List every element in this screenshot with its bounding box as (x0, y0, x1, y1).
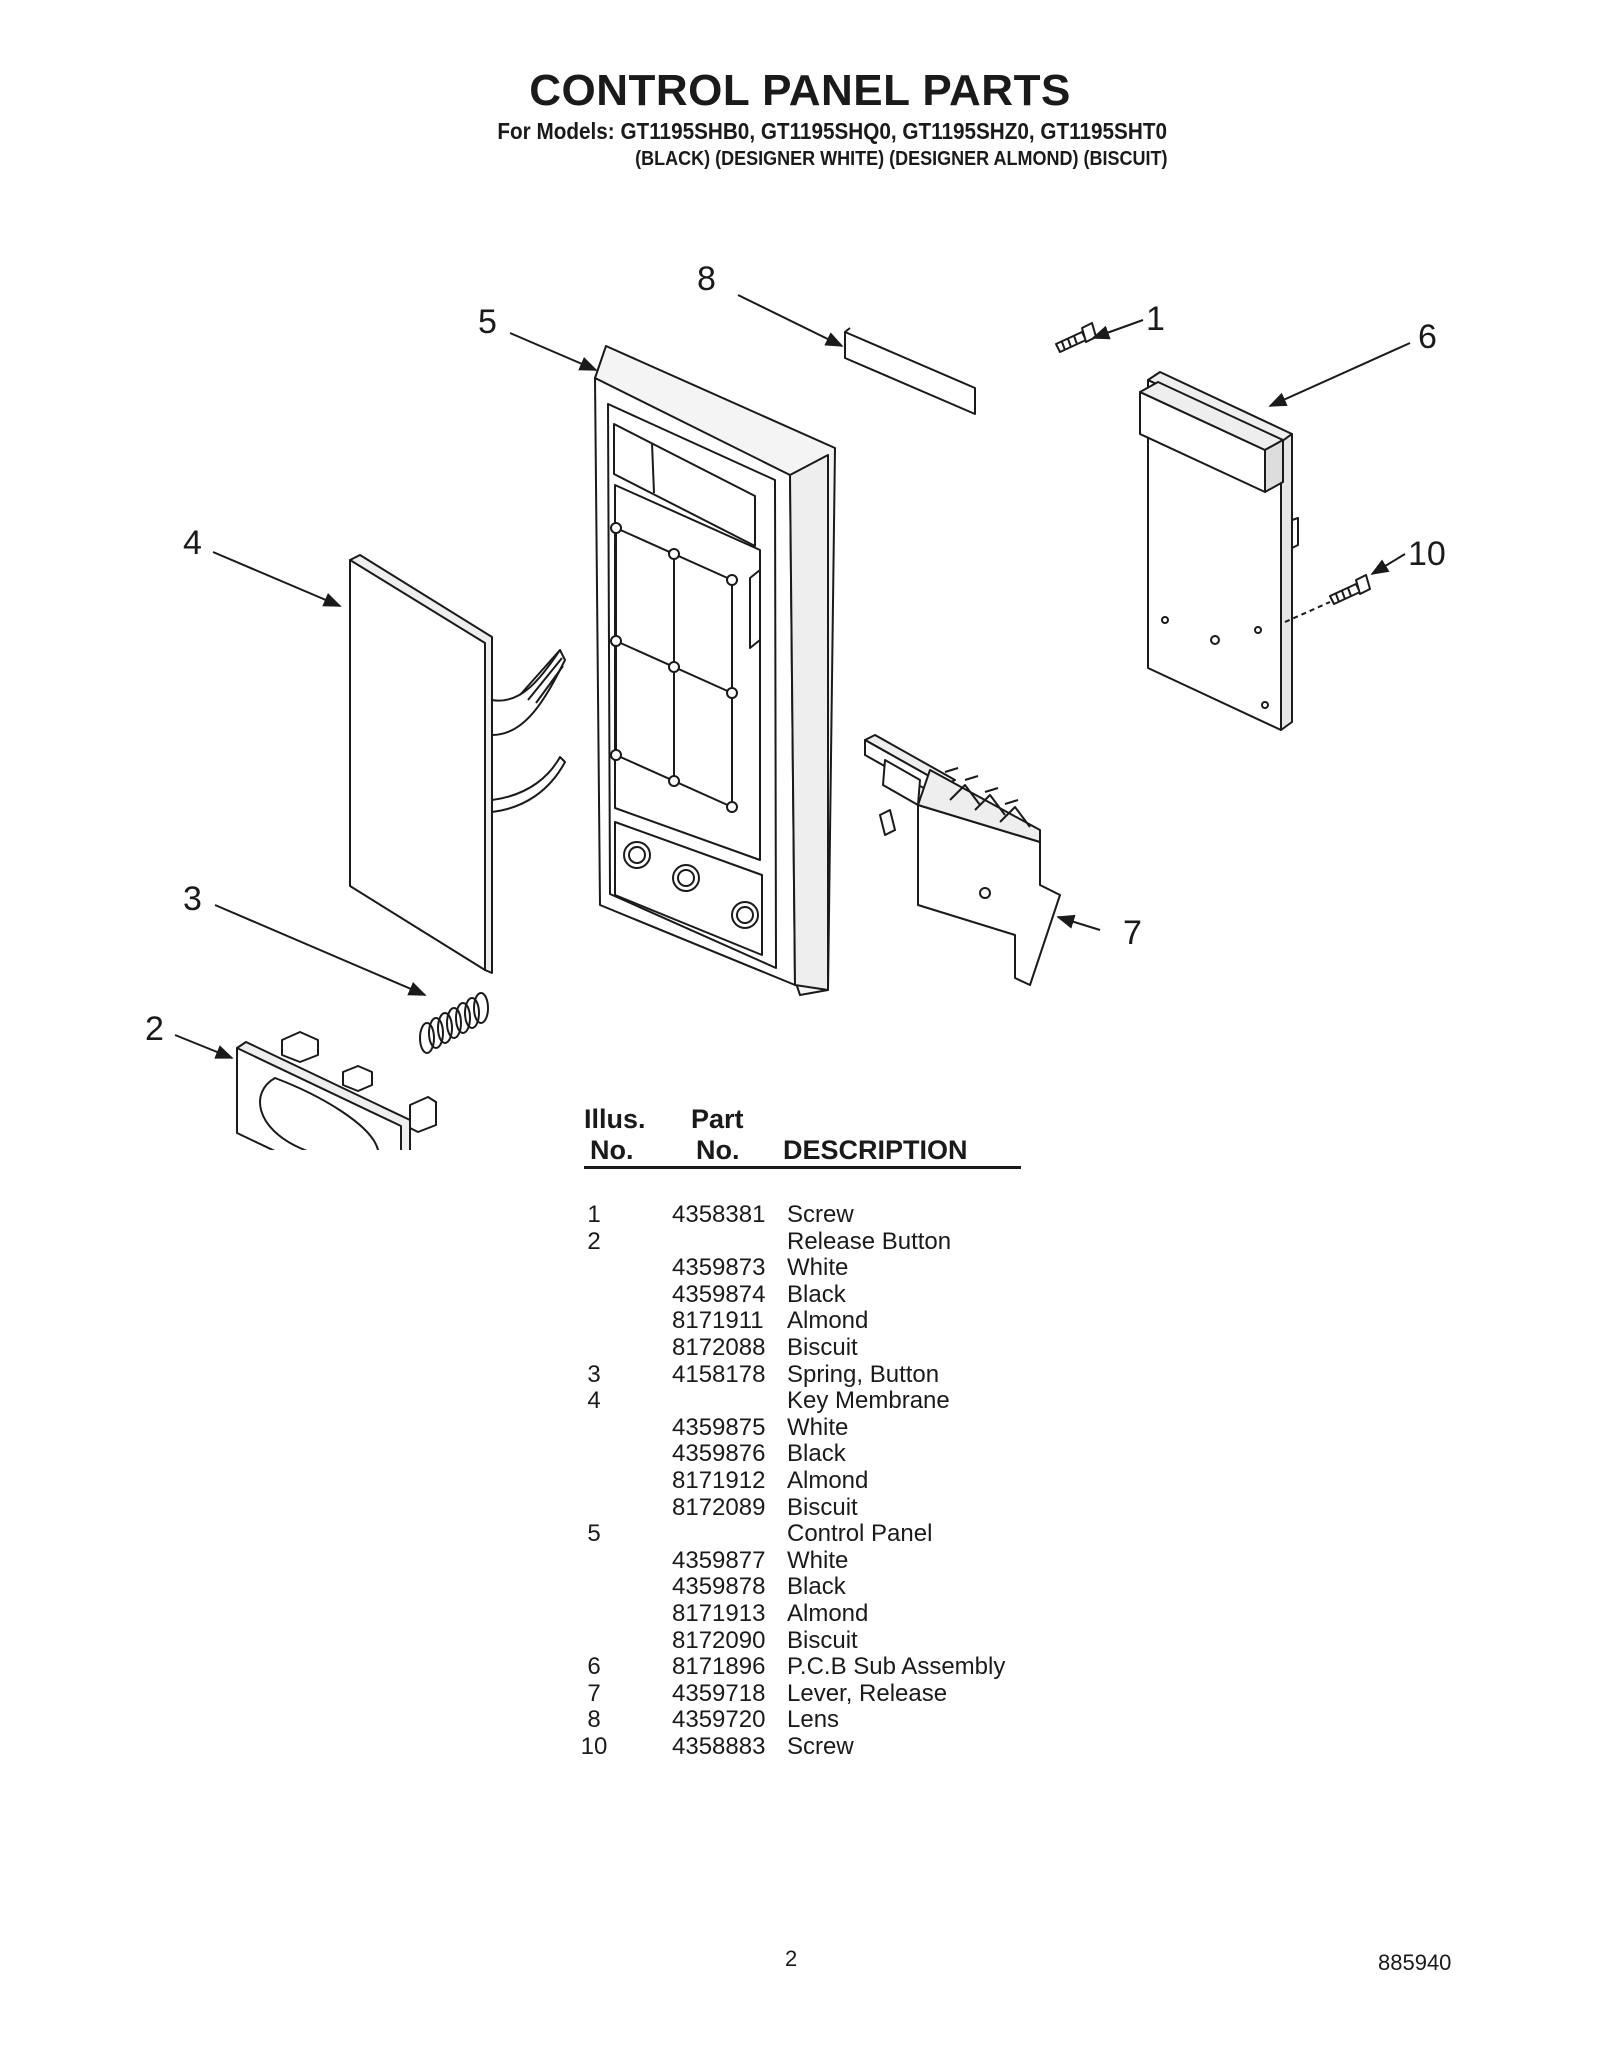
document-number: 885940 (1378, 1950, 1452, 1975)
header-part-bottom: No. (696, 1135, 740, 1165)
callout-1: 1 (1146, 300, 1165, 338)
part-description: Biscuit (787, 1333, 858, 1361)
part-description: P.C.B Sub Assembly (787, 1653, 1006, 1681)
part-no: 8171911 (672, 1307, 764, 1335)
part-description: Lens (787, 1706, 840, 1734)
part-description: White (787, 1413, 849, 1441)
spring-part (419, 992, 489, 1054)
part-description: Black (787, 1440, 846, 1468)
part-no: 4359875 (672, 1413, 766, 1441)
part-description: White (787, 1254, 849, 1282)
header-illus-bottom: No. (590, 1135, 634, 1165)
callout-5: 5 (478, 303, 497, 341)
part-no: 4359874 (672, 1280, 766, 1308)
header-part-top: Part (691, 1104, 744, 1134)
callout-3: 3 (183, 880, 202, 918)
part-description: Almond (787, 1466, 869, 1494)
part-description: Almond (787, 1599, 869, 1627)
illus-no: 10 (580, 1732, 608, 1760)
header-description: DESCRIPTION (783, 1135, 968, 1165)
part-no: 8172090 (672, 1626, 766, 1654)
exploded-parts-diagram: 1 2 3 4 5 6 7 8 10 (145, 260, 1446, 1150)
header-rule (584, 1166, 1021, 1169)
part-no: 8171912 (672, 1466, 766, 1494)
part-no: 4158178 (672, 1360, 766, 1388)
part-description: Biscuit (787, 1626, 858, 1654)
illus-no: 7 (587, 1679, 601, 1707)
part-description: Release Button (787, 1227, 952, 1255)
part-description: Control Panel (787, 1520, 933, 1548)
leader-arrow-1 (1091, 319, 1144, 340)
part-no: 8171913 (672, 1599, 766, 1627)
illus-no: 4 (587, 1387, 601, 1415)
leader-arrow-8 (737, 294, 844, 347)
part-no: 4359718 (672, 1679, 766, 1707)
part-no: 8172088 (672, 1333, 766, 1361)
page-number: 2 (785, 1946, 798, 1971)
part-description: Black (787, 1573, 846, 1601)
screw-part-10 (1329, 574, 1371, 605)
part-description: Lever, Release (787, 1679, 948, 1707)
part-no: 4358381 (672, 1201, 766, 1228)
header-illus-top: Illus. (584, 1104, 646, 1134)
key-membrane-part (349, 554, 566, 974)
illus-no: 1 (587, 1201, 601, 1228)
callout-6: 6 (1418, 318, 1437, 356)
part-no: 8172089 (672, 1493, 766, 1521)
callout-2: 2 (145, 1010, 164, 1048)
part-no: 4359720 (672, 1706, 766, 1734)
illus-no: 6 (587, 1653, 601, 1681)
page-title: CONTROL PANEL PARTS (529, 66, 1071, 115)
part-no: 4359877 (672, 1546, 766, 1574)
illus-no: 5 (587, 1520, 601, 1548)
part-description: Almond (787, 1307, 869, 1335)
part-no: 4359878 (672, 1573, 766, 1601)
part-description: Screw (787, 1201, 854, 1228)
part-no: 4359876 (672, 1440, 766, 1468)
control-panel-part (594, 345, 836, 996)
release-button-part (236, 1031, 437, 1150)
lens-part (844, 327, 976, 415)
callout-7: 7 (1123, 914, 1142, 952)
leader-arrow-4 (212, 551, 342, 607)
leader-arrow-5 (509, 332, 598, 371)
part-description: Key Membrane (787, 1387, 950, 1415)
pcb-sub-assembly-part (1139, 371, 1299, 731)
illus-no: 8 (587, 1706, 601, 1734)
release-lever-part (864, 734, 1061, 986)
leader-arrow-3 (214, 904, 427, 996)
colors-line: (BLACK) (DESIGNER WHITE) (DESIGNER ALMON… (634, 148, 1167, 170)
leader-arrow-10 (1370, 553, 1406, 575)
part-description: Screw (787, 1732, 854, 1760)
part-description: Black (787, 1280, 846, 1308)
models-line: For Models: GT1195SHB0, GT1195SHQ0, GT11… (497, 118, 1167, 144)
part-description: White (787, 1546, 849, 1574)
leader-arrow-2 (174, 1034, 234, 1059)
callout-10: 10 (1408, 535, 1446, 573)
illus-no: 2 (587, 1227, 601, 1255)
callout-8: 8 (697, 260, 716, 298)
part-no: 4358883 (672, 1732, 766, 1760)
illus-no: 3 (587, 1360, 601, 1388)
screw-part-1 (1055, 322, 1097, 353)
part-description: Biscuit (787, 1493, 858, 1521)
leader-arrow-6 (1268, 342, 1411, 407)
part-no: 4359873 (672, 1254, 766, 1282)
part-description: Spring, Button (787, 1360, 940, 1388)
leader-arrow-7 (1056, 914, 1101, 931)
callout-4: 4 (183, 524, 202, 562)
part-no: 8171896 (672, 1653, 766, 1681)
